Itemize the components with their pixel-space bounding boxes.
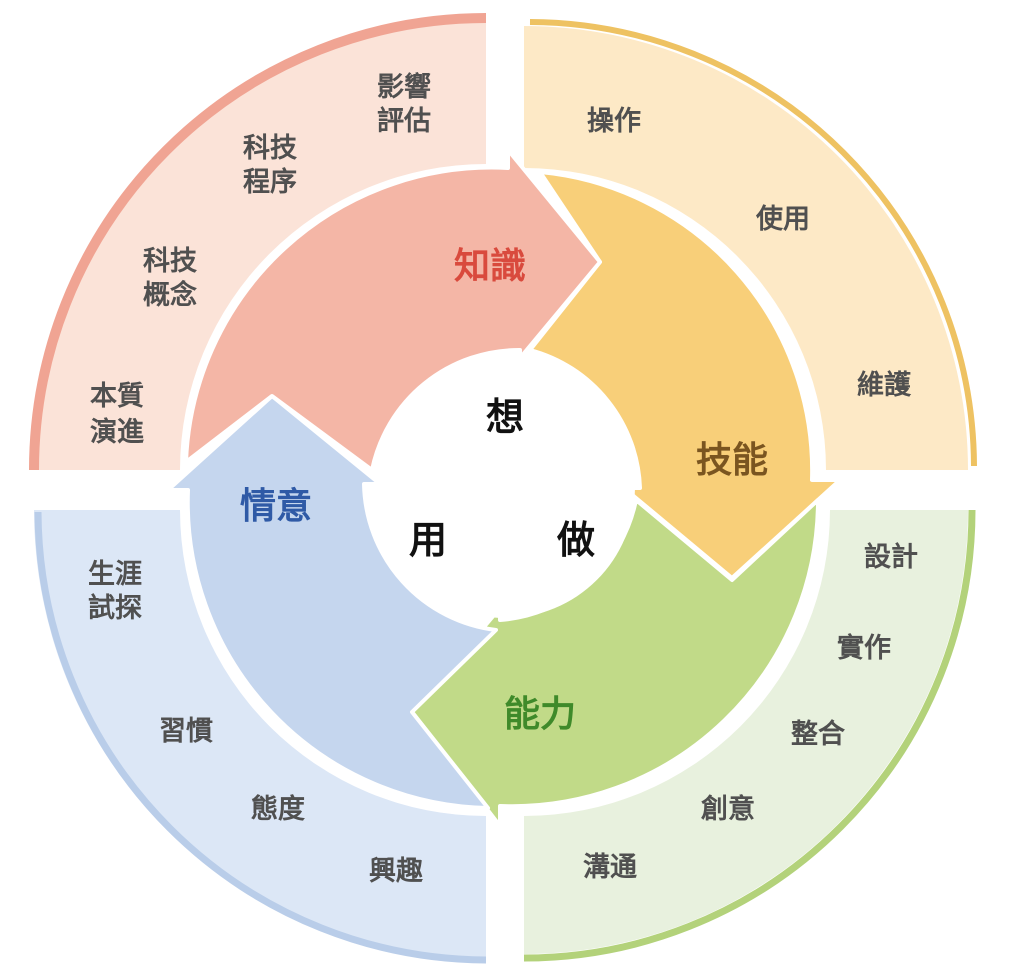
ability-item-creativity: 創意 [701, 793, 755, 825]
knowledge-item-nature-evolution: 本質 演進 [90, 381, 144, 448]
center-circle [375, 358, 635, 618]
knowledge-item-tech-concept: 科技 概念 [143, 246, 197, 311]
skill-item-maintain: 維護 [857, 369, 912, 401]
svg-text:概念: 概念 [143, 279, 197, 311]
svg-text:程序: 程序 [243, 166, 297, 198]
skill-core-arrow [528, 170, 842, 580]
skill-item-use: 使用 [755, 204, 810, 235]
knowledge-item-tech-process: 科技 程序 [243, 133, 297, 198]
skill-item-operate: 操作 [587, 106, 641, 137]
knowledge-outer-band [29, 13, 487, 471]
affect-item-habit: 習慣 [159, 716, 213, 747]
center-label-think: 想 [486, 395, 524, 439]
ability-item-implement: 實作 [837, 632, 891, 664]
svg-text:影響: 影響 [377, 71, 431, 103]
ability-item-integrate: 整合 [791, 718, 845, 750]
affect-core-arrow [166, 394, 498, 810]
svg-text:試探: 試探 [88, 592, 142, 624]
affect-item-attitude: 態度 [251, 793, 305, 825]
affect-outer-band [34, 510, 487, 964]
skill-outer-band [524, 19, 977, 470]
ability-item-design: 設計 [864, 541, 918, 573]
skill-core-label: 技能 [696, 440, 768, 481]
svg-text:科技: 科技 [243, 133, 297, 164]
affect-item-interest: 興趣 [369, 856, 423, 887]
svg-text:演進: 演進 [90, 416, 144, 448]
ability-outer-band [523, 509, 976, 962]
knowledge-item-impact-assessment: 影響 評估 [377, 71, 431, 137]
svg-text:科技: 科技 [143, 246, 197, 277]
affect-core-label: 情意 [240, 486, 312, 527]
center-label-do: 做 [556, 518, 595, 562]
ability-item-communicate: 溝通 [583, 852, 637, 883]
knowledge-core-arrow [184, 148, 602, 472]
knowledge-core-label: 知識 [454, 246, 526, 287]
svg-text:生涯: 生涯 [88, 559, 142, 590]
ability-core-label: 能力 [504, 694, 576, 735]
center-label-use: 用 [409, 518, 447, 562]
svg-text:評估: 評估 [377, 105, 431, 137]
affect-item-career-exploration: 生涯 試探 [88, 559, 142, 624]
svg-text:本質: 本質 [90, 381, 144, 412]
